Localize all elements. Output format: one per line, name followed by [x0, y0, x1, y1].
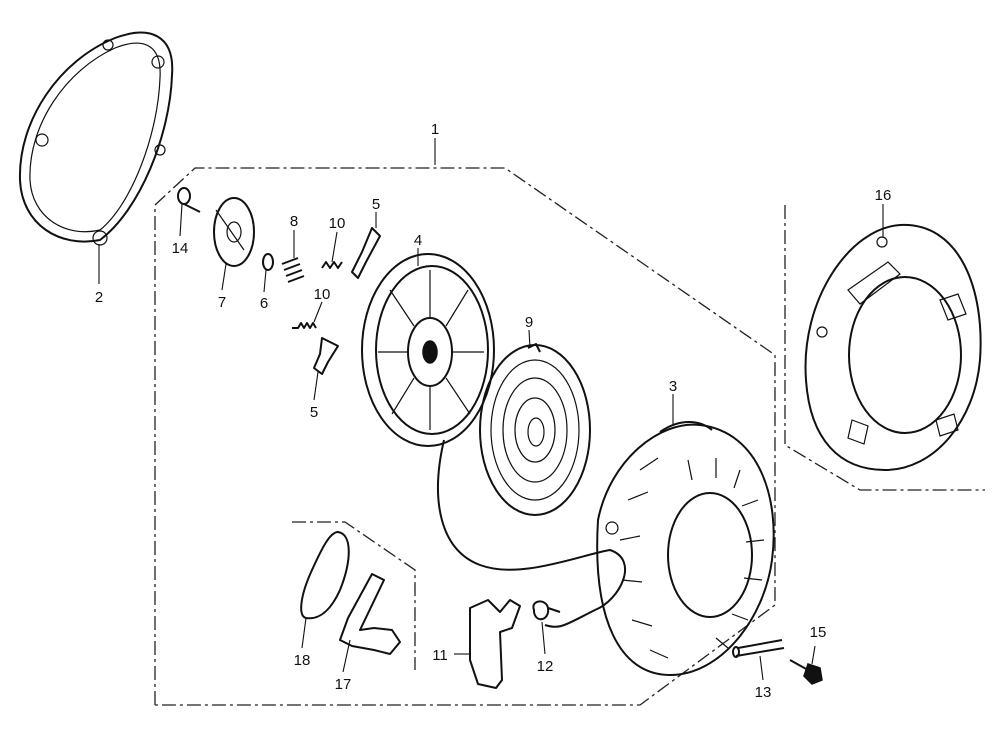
ratchet-part-5-lower [313, 337, 339, 375]
callout-15: 15 [810, 624, 827, 641]
pawl-part-11 [469, 599, 521, 689]
callout-14: 14 [172, 240, 189, 257]
callout-5-lower: 5 [310, 404, 318, 421]
callout-4: 4 [414, 232, 422, 249]
callout-7: 7 [218, 294, 226, 311]
subgroup-17-18-boundary [292, 521, 416, 670]
callout-1: 1 [431, 121, 439, 138]
bolt-part-15 [789, 659, 823, 685]
friction-plate-part-7 [213, 197, 255, 267]
gasket-ring-part-2 [18, 31, 174, 246]
callout-16: 16 [875, 187, 892, 204]
callout-13: 13 [755, 684, 772, 701]
assembly-1-boundary [154, 167, 776, 706]
starter-rope [437, 439, 627, 628]
clip-part-12 [532, 600, 561, 621]
callout-2: 2 [95, 289, 103, 306]
leader-lines [98, 138, 884, 681]
part-18 [300, 531, 350, 620]
spring-part-8 [281, 257, 305, 283]
callout-10-lower: 10 [314, 286, 331, 303]
ratchet-part-5-upper [351, 227, 381, 279]
callout-12: 12 [537, 658, 554, 675]
callout-17: 17 [335, 676, 352, 693]
callout-9: 9 [525, 314, 533, 331]
recoil-spring-part-9 [479, 343, 591, 516]
part-17 [339, 573, 401, 655]
callout-11: 11 [432, 647, 448, 664]
small-spring-part-10-upper [321, 261, 343, 269]
outer-cover-boundary [784, 205, 985, 491]
callout-6: 6 [260, 295, 268, 312]
callout-18: 18 [294, 652, 311, 669]
outer-cover-part-16 [804, 223, 982, 471]
small-spring-part-10-lower [292, 322, 317, 329]
callout-5-upper: 5 [372, 196, 380, 213]
callout-3: 3 [669, 378, 677, 395]
callout-labels: 1 2 3 4 5 5 6 7 8 9 10 10 11 12 13 14 15… [95, 121, 892, 701]
starter-case-part-3 [596, 421, 775, 676]
washer-part-6 [262, 253, 274, 271]
bolt-part-14 [177, 187, 201, 213]
callout-8: 8 [290, 213, 298, 230]
pulley-reel-part-4 [361, 253, 495, 447]
pin-part-13 [732, 639, 785, 658]
callout-10-upper: 10 [329, 215, 346, 232]
